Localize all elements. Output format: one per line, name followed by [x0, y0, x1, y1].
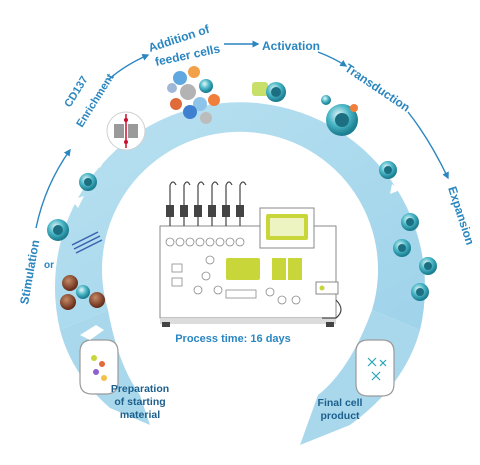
start-label-line2: of starting — [114, 396, 165, 408]
feeder-cells-cluster — [167, 66, 220, 124]
end-label-line1: Final cell — [318, 397, 363, 409]
process-time-label: Process time: 16 days — [175, 333, 291, 345]
watermark: 知乎 @美天旎官方账号 — [354, 439, 478, 454]
flow-triangles — [72, 85, 400, 208]
start-label-line1: Preparation — [111, 383, 169, 395]
expansion-cells — [379, 161, 437, 301]
cells-stimulation — [47, 219, 105, 310]
magnetic-separator-icon — [106, 111, 146, 151]
transduction-cells — [321, 95, 358, 136]
starting-material-bag-icon — [79, 325, 119, 395]
step-label-activation: Activation — [262, 39, 320, 53]
outer-arrows — [35, 40, 449, 229]
cells-enrichment — [79, 173, 97, 191]
end-label-line2: product — [320, 410, 360, 422]
or-label: or — [44, 260, 54, 271]
start-label-line3: material — [120, 409, 160, 421]
step-label-stimulation: Stimulation — [17, 239, 42, 306]
final-product-bag-icon — [355, 339, 395, 397]
activation-cells — [252, 82, 286, 102]
cell-processing-instrument — [159, 181, 342, 327]
step-label-expansion: Expansion — [445, 185, 477, 247]
